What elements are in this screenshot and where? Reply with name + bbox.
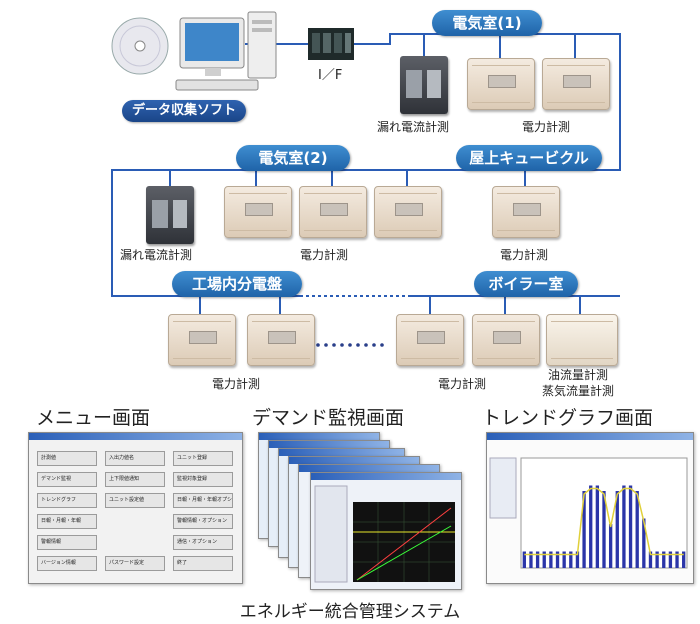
interface-label: I／F [318,68,343,83]
menu-screen-button[interactable]: 入出力値名 [105,451,165,466]
menu-screen-button[interactable]: 通信・オプション [173,535,233,550]
demand-screen-stack [258,432,463,590]
rooftop-cubicle-label: 屋上キュービクル [456,145,602,171]
power-meter-icon [299,186,367,238]
trend-bar [662,551,666,568]
leak-current-meter-icon [400,56,448,114]
room-2-label: 電気室(2) [236,145,350,171]
trend-bar [635,491,639,568]
menu-screen-thumbnail: 計測値入出力値名ユニット登録デマンド監視上下限値通知監視対象登録トレンドグラフユ… [28,432,243,584]
menu-screen-button[interactable]: 計測値 [37,451,97,466]
trend-bar [549,551,553,568]
trend-bar [562,551,566,568]
software-label: データ収集ソフト [122,100,246,122]
menu-screen-button[interactable]: ユニット設定値 [105,493,165,508]
power-meter-icon [492,186,560,238]
trend-bar [589,485,593,568]
power-meter-icon [224,186,292,238]
menu-screen-button[interactable]: 監視対象登録 [173,472,233,487]
trend-bar [628,485,633,568]
boiler-room-label: ボイラー室 [474,271,578,297]
power-caption: 電力計測 [212,377,261,391]
trend-bar [535,551,540,568]
trend-bar [622,485,626,568]
trend-screen-thumbnail [486,432,694,584]
power-caption: 電力計測 [300,248,349,262]
trend-bar [668,551,673,568]
power-meter-icon [396,314,464,366]
trend-bar [595,485,600,568]
trend-bar [608,524,613,568]
power-meter-icon [168,314,236,366]
menu-screen-button[interactable]: トレンドグラフ [37,493,97,508]
power-meter-icon [247,314,315,366]
menu-screen-button[interactable]: デマンド監視 [37,472,97,487]
network-lines [111,33,621,347]
trend-bar [522,551,526,568]
computer-icon [111,11,277,91]
trend-bar [602,491,606,568]
system-title: エネルギー統合管理システム [239,602,461,622]
menu-screen-button[interactable]: バージョン情報 [37,556,97,571]
flow-meter-icon [546,314,618,366]
leak-current-meter-icon [146,186,194,244]
trend-bar [542,551,546,568]
trend-bar [529,551,533,568]
power-caption: 電力計測 [438,377,487,391]
menu-screen-button[interactable]: ユニット登録 [173,451,233,466]
menu-screen-button[interactable]: 日報・月報・年報オプション [173,493,233,508]
menu-screen-button[interactable]: 日報・月報・年報 [37,514,97,529]
interface-module-icon [308,28,354,60]
trend-line [524,487,684,556]
menu-screen-button[interactable]: 警報情報・オプション [173,514,233,529]
power-meter-icon [542,58,610,110]
leak-current-caption: 漏れ電流計測 [377,120,450,134]
steam-flow-caption: 蒸気流量計測 [542,384,615,398]
power-meter-icon [374,186,442,238]
oil-flow-caption: 油流量計測 [548,368,609,382]
power-meter-icon [472,314,540,366]
trend-chart [489,457,688,569]
menu-screen-button[interactable]: パスワード設定 [105,556,165,571]
power-caption: 電力計測 [522,120,571,134]
demand-graph [314,485,455,583]
leak-current-caption: 漏れ電流計測 [120,248,193,262]
trend-bar [648,551,653,568]
demand-screen-heading: デマンド監視画面 [252,407,405,429]
demand-monitor-window [310,472,462,590]
power-caption: 電力計測 [500,248,549,262]
trend-bar [575,551,580,568]
trend-bar [682,551,686,568]
menu-screen-button[interactable]: 警報情報 [37,535,97,550]
trend-bar [642,518,646,568]
trend-bar [569,551,573,568]
factory-panel-label: 工場内分電盤 [172,271,302,297]
trend-bar [582,491,586,568]
menu-screen-heading: メニュー画面 [36,407,151,429]
trend-bar [655,551,659,568]
trend-bar [675,551,679,568]
trend-bar [555,551,560,568]
trend-side-panel [489,457,517,519]
room-1-label: 電気室(1) [432,10,542,36]
menu-screen-button[interactable]: 上下限値通知 [105,472,165,487]
trend-bar [615,491,619,568]
menu-screen-button[interactable]: 終了 [173,556,233,571]
power-meter-icon [467,58,535,110]
trend-screen-heading: トレンドグラフ画面 [482,407,654,429]
